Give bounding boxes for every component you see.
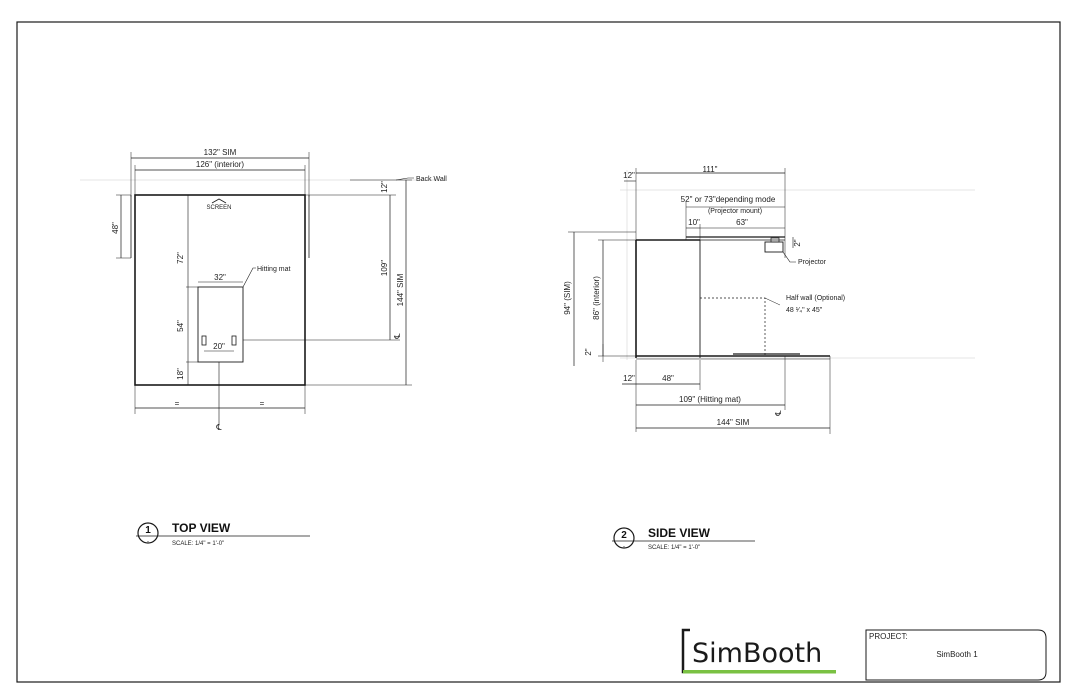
project-label: PROJECT:	[869, 632, 908, 641]
hitting-mat-label: Hitting mat	[257, 266, 291, 273]
dim-94-sim: 94" (SIM)	[563, 281, 572, 315]
projector-mount-label: (Projector mount)	[708, 208, 762, 215]
dim-12-bottom: 12"	[623, 374, 635, 383]
dim-144-sim: 144" SIM	[717, 418, 750, 427]
side-view-drawing	[568, 168, 975, 434]
side-view-text: 12" 111" 52" or 73"depending mode (Proje…	[563, 165, 845, 427]
dim-109-hitting-mat: 109" (Hitting mat)	[679, 395, 741, 404]
dim-2-bottom: 2"	[584, 348, 593, 355]
half-wall-label: Half wall (Optional)	[786, 295, 845, 302]
top-view-scale: SCALE: 1/4" = 1'-0"	[172, 541, 224, 547]
dim-12-top: 12"	[623, 171, 635, 180]
dim-54: 54"	[176, 320, 185, 332]
half-wall-size: 48 ¹⁄₄" x 45"	[786, 307, 823, 314]
side-view-scale: SCALE: 1/4" = 1'-0"	[648, 545, 700, 551]
dim-63: 63"	[736, 218, 748, 227]
dim-72: 72"	[176, 252, 185, 264]
project-block: PROJECT: SimBooth 1	[865, 629, 1047, 681]
side-view-sheet: -	[623, 544, 625, 550]
top-view-title: TOP VIEW	[172, 521, 231, 535]
equal-mark-right: =	[260, 399, 265, 408]
hitting-mat	[197, 286, 244, 363]
projector-label: Projector	[798, 259, 827, 266]
dim-52-73: 52" or 73"depending mode	[681, 195, 776, 204]
back-wall-label: Back Wall	[416, 176, 447, 183]
top-view-drawing	[80, 152, 445, 425]
dim-111: 111"	[703, 165, 718, 174]
centerline-mark: ℄	[393, 333, 402, 340]
dim-12: 12"	[380, 181, 389, 193]
dim-20: 20"	[213, 342, 225, 351]
screen-label: SCREEN	[206, 205, 231, 211]
side-view-number: 2	[621, 530, 627, 541]
simbooth-logo: SimBooth	[681, 628, 836, 674]
centerline-mark-bottom: ℄	[215, 423, 222, 432]
dim-126-interior: 126" (interior)	[196, 160, 245, 169]
dim-32: 32"	[214, 273, 226, 282]
dim-144-sim: 144" SIM	[396, 273, 405, 306]
equal-mark-left: =	[175, 399, 180, 408]
projector	[764, 241, 784, 253]
dim-86-interior: 86" (interior)	[592, 276, 601, 320]
centerline-mark-side: ℄	[774, 410, 783, 417]
dim-109: 109"	[380, 260, 389, 276]
side-view-title-block: 2 - SIDE VIEW SCALE: 1/4" = 1'-0"	[612, 526, 755, 551]
top-view-title-block: 1 - TOP VIEW SCALE: 1/4" = 1'-0"	[136, 521, 310, 547]
booth-outline	[134, 194, 306, 386]
logo-text: SimBooth	[692, 638, 822, 669]
top-view-text: 132" SIM 126" (interior) 48" 72" 32" 54"…	[111, 148, 447, 432]
side-view-title: SIDE VIEW	[648, 526, 711, 540]
dim-2-top: 2"	[793, 239, 802, 246]
sheet-border	[16, 21, 1061, 683]
dim-10: 10"	[688, 218, 700, 227]
dim-48: 48"	[662, 374, 674, 383]
top-view-sheet: -	[147, 539, 149, 545]
project-name: SimBooth 1	[936, 650, 978, 659]
dim-18: 18"	[176, 368, 185, 380]
top-view-number: 1	[145, 525, 151, 536]
dim-48: 48"	[111, 222, 120, 234]
dim-132-sim: 132" SIM	[204, 148, 237, 157]
